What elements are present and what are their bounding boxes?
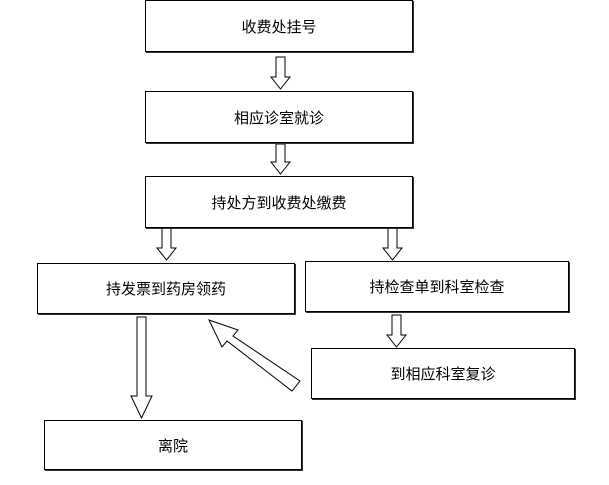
step-exam: 持检查单到科室检查: [305, 261, 569, 312]
step-revisit: 到相应科室复诊: [311, 348, 575, 399]
step-consult-label: 相应诊室就诊: [233, 108, 324, 127]
arrow-revisit-to-pharmacy: [208, 319, 301, 392]
step-register-label: 收费处挂号: [241, 17, 317, 36]
step-leave-label: 离院: [157, 436, 188, 455]
step-pharmacy-label: 持发票到药房领药: [105, 280, 226, 298]
step-leave: 离院: [44, 420, 302, 470]
step-pharmacy: 持发票到药房领药: [37, 263, 295, 314]
arrow-pay-to-pharmacy: [155, 227, 178, 261]
step-revisit-label: 到相应科室复诊: [390, 365, 496, 383]
arrow-pharmacy-to-leave: [130, 316, 153, 420]
step-pay-label: 持处方到收费处缴费: [211, 193, 347, 212]
arrow-pay-to-exam: [381, 227, 404, 261]
arrow-register-to-consult: [269, 56, 292, 90]
arrow-consult-to-pay: [269, 143, 292, 175]
step-exam-label: 持检查单到科室检查: [369, 278, 505, 296]
step-pay: 持处方到收费处缴费: [145, 176, 413, 228]
arrow-exam-to-revisit: [385, 314, 408, 348]
step-register: 收费处挂号: [145, 0, 413, 52]
step-consult: 相应诊室就诊: [145, 91, 413, 143]
